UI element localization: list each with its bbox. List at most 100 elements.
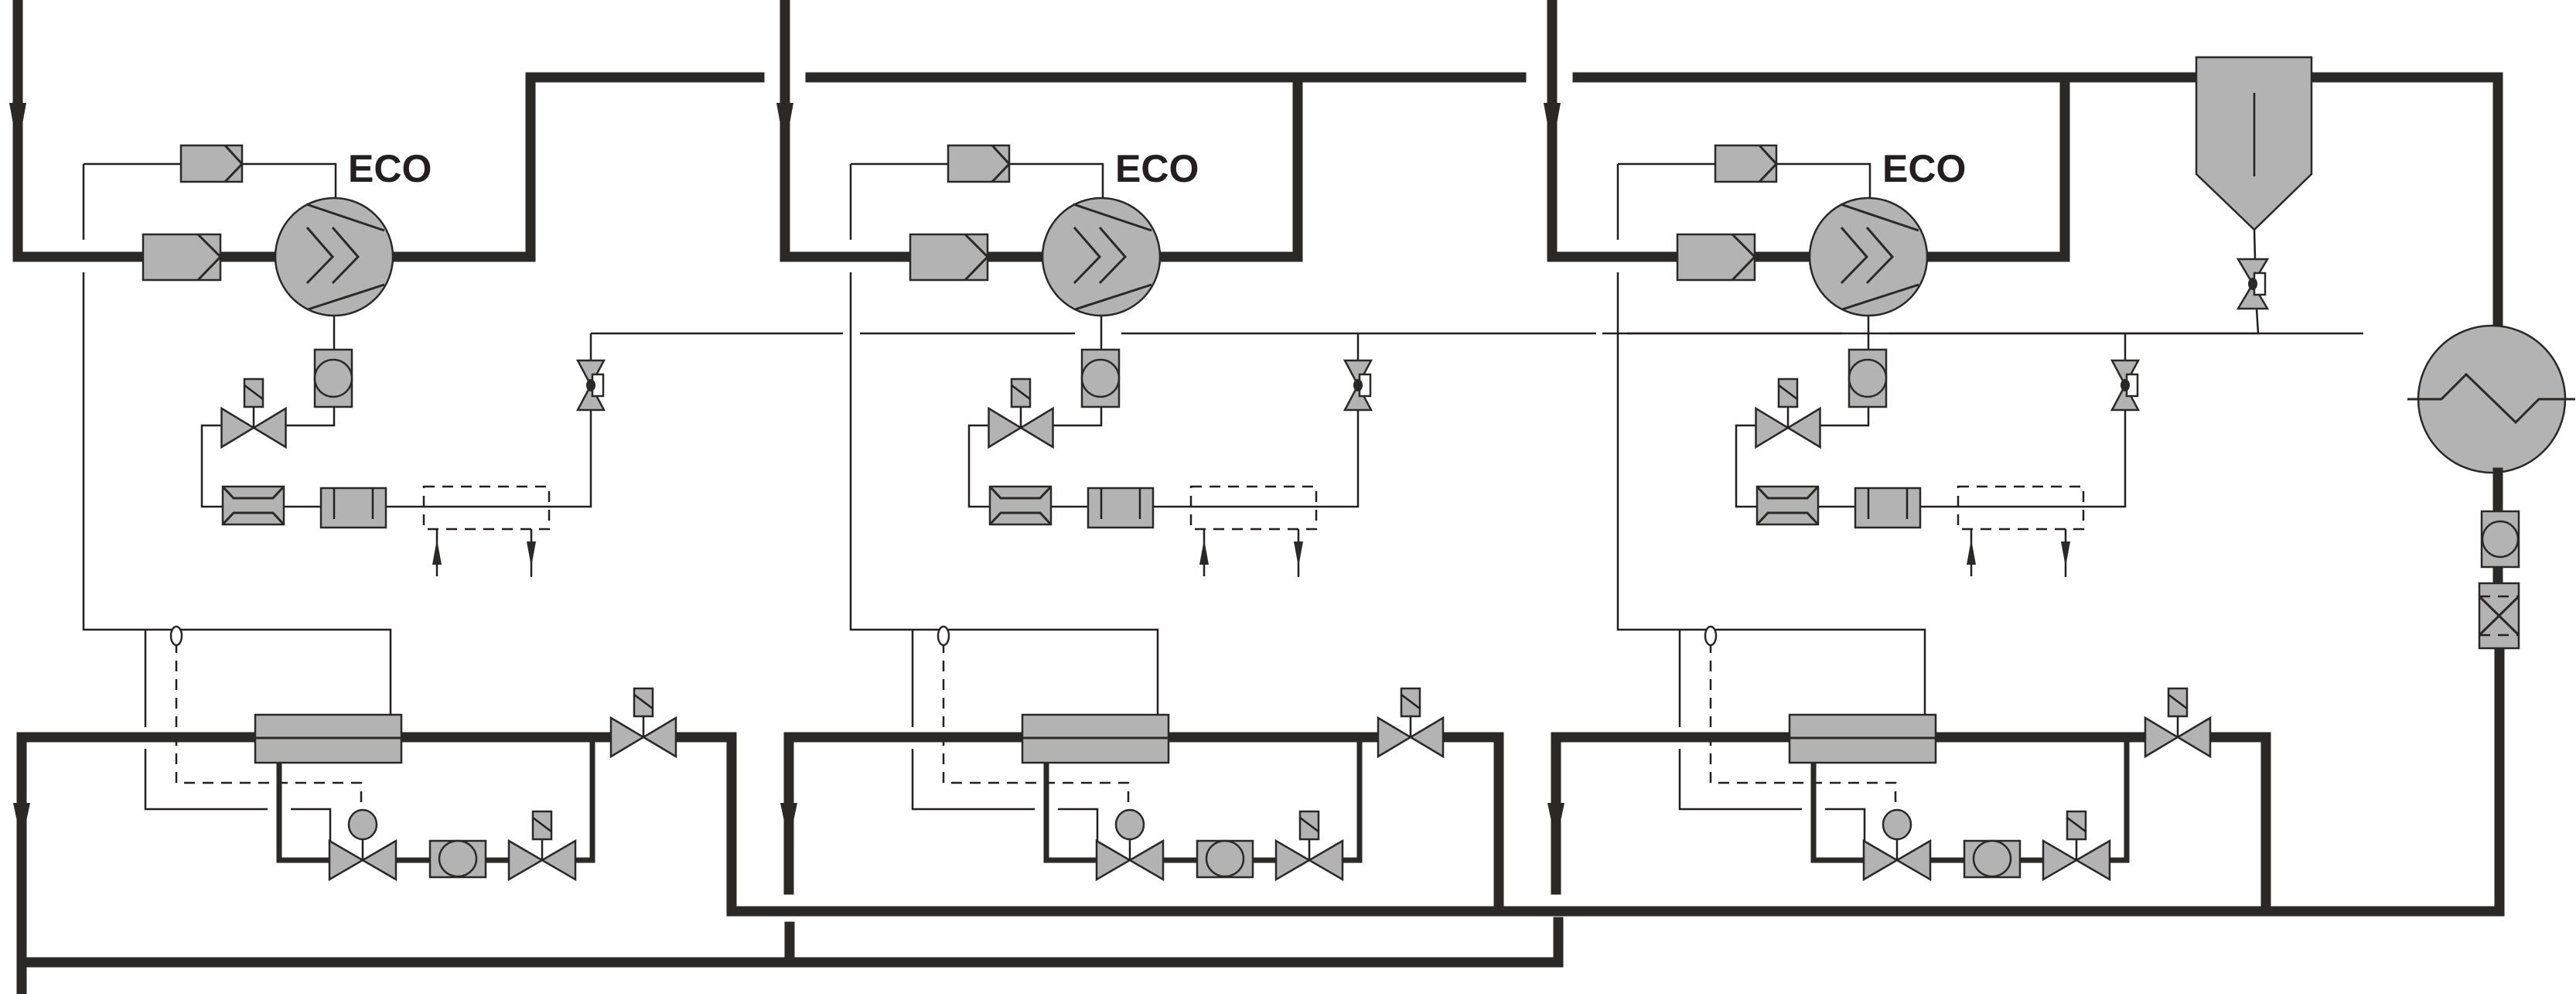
compressor-line — [305, 203, 385, 232]
compressor-line — [1840, 203, 1919, 232]
cooler-glyph — [221, 511, 285, 526]
compressor-line — [307, 283, 385, 311]
discharge-line — [1155, 72, 1303, 262]
valve-dot — [2121, 379, 2130, 391]
oil-cooler — [988, 485, 1053, 526]
sensor-icon — [1704, 625, 1718, 647]
oil-line — [1920, 411, 2127, 508]
coil-slash — [1011, 384, 1031, 400]
eco-branch — [1043, 760, 1100, 863]
suction-filter — [909, 233, 990, 282]
water-out-arrow — [527, 541, 536, 567]
suction-filter — [1676, 233, 1757, 282]
filter-body — [1854, 487, 1922, 529]
screw-chevron-icon — [331, 227, 360, 285]
liquid-solenoid-valve — [609, 687, 677, 759]
filter-body — [947, 144, 1011, 183]
compressor-body — [1041, 196, 1162, 317]
valve-body-right — [1018, 406, 1054, 449]
liquid-sight-glass — [1963, 839, 2022, 879]
water-out-arrow — [2061, 541, 2070, 567]
liquid-solenoid-valve — [1377, 687, 1445, 759]
cooler-glyph — [988, 485, 1053, 500]
eco-line-top — [1618, 162, 1871, 198]
screw-chevron-icon — [1865, 227, 1895, 285]
screw-compressor — [274, 196, 394, 317]
water-in-arrow — [1199, 539, 1209, 565]
shared-components — [16, 56, 2575, 968]
oil-return-line — [2253, 229, 2257, 260]
sight-glass-window — [1972, 839, 2012, 878]
sight-glass-window — [438, 839, 478, 878]
filter-chevron — [991, 144, 1012, 183]
module-1: ECO — [9, 0, 843, 994]
oil-cooler — [221, 485, 285, 526]
valve-body-left — [1377, 716, 1413, 759]
screw-chevron-icon — [1073, 227, 1102, 285]
filter-body — [1714, 144, 1778, 183]
filter-chevron — [223, 144, 244, 183]
suction-line — [12, 0, 148, 262]
capillary-line — [942, 642, 1130, 804]
filter-drier — [2478, 582, 2520, 650]
drier-cross-icon — [2478, 595, 2520, 637]
oil-sight-glass — [1080, 348, 1121, 408]
valve-body-right — [2074, 839, 2111, 882]
discharge-line — [387, 72, 536, 262]
suction-line — [1547, 0, 1683, 262]
valve-body-right — [1128, 839, 1165, 882]
bulb-line — [1825, 808, 1866, 860]
eco-line — [82, 272, 392, 715]
sight-glass-window — [1205, 839, 1245, 878]
oil-filter — [1854, 487, 1922, 529]
coil-slash — [244, 384, 264, 400]
suction-line — [780, 0, 916, 262]
sensor-icon — [169, 625, 183, 647]
eco-port-filter — [179, 144, 244, 183]
oil-line — [1153, 411, 1360, 508]
oil-cooler — [1755, 485, 1820, 526]
oil-solenoid-valve — [220, 377, 287, 449]
screw-chevron-icon — [1098, 227, 1128, 285]
valve-body-left — [2042, 839, 2079, 882]
eco-solenoid-valve — [1274, 810, 1344, 882]
eco-port-filter — [947, 144, 1012, 183]
filter-body — [179, 144, 244, 183]
receiver-sight-glass — [2480, 510, 2520, 569]
valve-body-right — [2175, 716, 2212, 759]
economizer-plate-heat-exchanger — [254, 713, 403, 764]
suction-inlet-arrow — [776, 103, 793, 149]
module-2: ECO — [776, 0, 1596, 917]
check-valve — [1343, 359, 1373, 412]
valve-body-left — [1274, 839, 1312, 882]
eco-line-top — [84, 162, 337, 198]
water-in-arrow — [1967, 539, 1976, 565]
suction-filter — [142, 233, 223, 282]
eco-solenoid-valve — [507, 810, 577, 882]
solenoid-coil-icon — [1298, 810, 1320, 841]
liquid-outlet-arrow — [13, 803, 30, 843]
valve-body-left — [988, 406, 1023, 449]
liquid-header — [726, 643, 2505, 917]
cooler-glyph — [1755, 511, 1820, 526]
condenser — [2407, 324, 2575, 474]
eco-solenoid-valve — [2042, 810, 2111, 882]
valve-body-right — [251, 406, 287, 449]
water-out-arrow — [1294, 541, 1303, 567]
liquid-line — [2205, 732, 2271, 917]
suction-inlet-arrow — [9, 103, 26, 149]
oil-solenoid-valve — [1755, 377, 1821, 449]
sensing-bulb — [347, 808, 378, 841]
check-valve — [2110, 359, 2141, 412]
oil-return-line — [1602, 308, 2260, 335]
oil-line — [286, 407, 336, 427]
eco-label: ECO — [1115, 147, 1199, 190]
hx-boundary — [1957, 485, 2085, 531]
thermostatic-expansion-valve — [328, 808, 397, 882]
valve-body-left — [1095, 839, 1132, 882]
suction-inlet-arrow — [1544, 103, 1561, 149]
sensing-bulb — [1882, 808, 1912, 841]
valve-body-right — [1895, 839, 1932, 882]
oil-filter — [319, 487, 387, 529]
check-valve — [575, 359, 606, 412]
